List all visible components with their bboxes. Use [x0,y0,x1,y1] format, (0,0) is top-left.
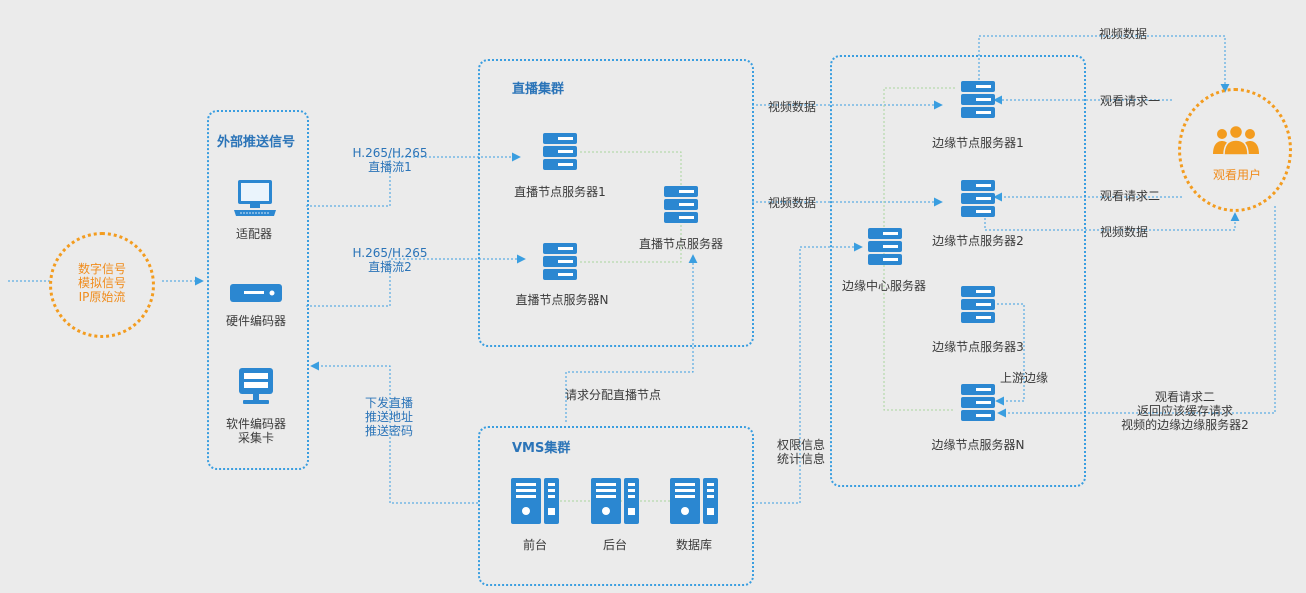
viewer-label: 观看用户 [1212,168,1262,182]
hardware-encoder-label: 硬件编码器 [225,314,287,328]
source-signal-labels: 数字信号 模拟信号 IP原始流 [77,262,127,304]
software-encoder-icon [239,368,273,404]
video-mid-arrow [984,212,1240,231]
vms-db-label: 数据库 [675,538,713,552]
stream2-label: H.265/H.265 直播流2 [352,246,428,274]
live-cluster-title: 直播集群 [512,82,565,97]
edge-serverN-label: 边缘节点服务器N [931,438,1025,452]
vms-front-label: 前台 [522,538,548,552]
stream1-label: H.265/H.265 直播流1 [352,146,428,174]
video-top-label: 视频数据 [1098,27,1148,41]
request1-label: 观看请求一 [1099,94,1161,108]
server-icon [961,81,995,118]
server-icon [961,286,995,323]
tower-server-icon [591,478,639,524]
vms-cluster-title: VMS集群 [512,441,571,456]
hardware-encoder-icon [230,284,282,302]
server-icon [868,228,902,265]
server-icon [961,180,995,217]
assign-node-label: 请求分配直播节点 [564,388,662,402]
upstream-arrow [985,303,1025,406]
live-server-label: 直播节点服务器 [638,237,724,251]
stream1-arrow [306,152,521,207]
external-signal-box [207,110,309,470]
live-cluster-box [478,59,754,347]
server-icon [543,243,577,280]
viewer-circle [1178,88,1292,212]
push-info-label: 下发直播 推送地址 推送密码 [364,396,414,438]
live-server1-label: 直播节点服务器1 [514,185,606,199]
request2-back-arrow [997,206,1276,418]
software-encoder-label: 软件编码器 采集卡 [225,417,287,445]
live-green-link-1 [580,151,682,188]
computer-icon [234,180,276,216]
upstream-edge-label: 上游边缘 [999,371,1049,385]
server-icon [961,384,995,421]
video-data-label-2: 视频数据 [767,196,817,210]
edge-server2-label: 边缘节点服务器2 [932,234,1024,248]
edge-server3-label: 边缘节点服务器3 [932,340,1024,354]
edge-server1-label: 边缘节点服务器1 [932,136,1024,150]
edge-center-label: 边缘中心服务器 [841,279,927,293]
edge-cluster-box [830,55,1086,487]
auth-stat-label: 权限信息 统计信息 [776,438,826,466]
server-icon [664,186,698,223]
push-info-arrow [310,361,478,504]
video-top-arrow [978,35,1230,93]
external-signal-title: 外部推送信号 [216,135,296,150]
tower-server-icon [670,478,718,524]
stream2-arrow [306,254,526,307]
auth-stat-arrow [752,242,863,504]
live-green-link-2 [580,222,682,263]
live-serverN-label: 直播节点服务器N [515,293,609,307]
source-signal-circle [49,232,155,338]
vms-back-label: 后台 [602,538,628,552]
request2-label: 观看请求二 [1099,189,1161,203]
video-mid-label: 视频数据 [1099,225,1149,239]
adapter-label: 适配器 [235,227,273,241]
request2-back-label: 观看请求二 返回应该缓存请求 视频的边缘边缘服务器2 [1121,390,1249,432]
assign-node-arrow [565,254,698,422]
video-data-label-1: 视频数据 [767,100,817,114]
server-icon [543,133,577,170]
tower-server-icon [511,478,559,524]
vms-cluster-box [478,426,754,586]
users-icon [1213,125,1259,155]
